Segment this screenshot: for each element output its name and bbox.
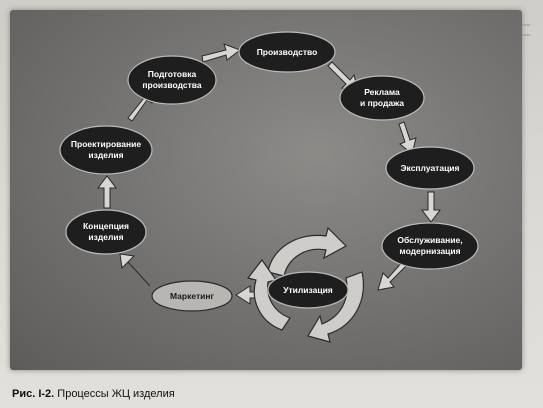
arrow-operation-to-service <box>421 191 441 223</box>
arrow-concept-to-design <box>97 175 117 209</box>
figure-caption: Рис. I-2. Процессы ЖЦ изделия <box>12 388 175 400</box>
node-marketing-label: Маркетинг <box>170 291 214 301</box>
diagram-panel: Проектирование изделия Подготовка произв… <box>10 10 522 370</box>
arrow-sales-to-operation <box>398 121 417 155</box>
node-production: Производство <box>238 31 336 73</box>
arrow-marketing-to-concept <box>119 253 151 287</box>
node-concept-label-1: Концепция <box>83 221 129 231</box>
arrow-prep-to-production <box>201 43 242 63</box>
lifecycle-diagram: Проектирование изделия Подготовка произв… <box>59 31 479 343</box>
recycle-arrow-left <box>246 258 291 331</box>
caption-text: Процессы ЖЦ изделия <box>54 388 175 400</box>
node-sales: Реклама и продажа <box>339 75 425 121</box>
node-prep: Подготовка производства <box>127 55 217 105</box>
node-recycling-label: Утилизация <box>283 285 333 295</box>
node-sales-label-1: Реклама <box>364 87 400 97</box>
node-design-label-1: Проектирование <box>71 139 141 149</box>
node-operation: Эксплуатация <box>385 146 475 190</box>
node-design: Проектирование изделия <box>59 125 153 175</box>
node-service: Обслуживание, модернизация <box>381 222 479 270</box>
node-sales-label-2: и продажа <box>360 98 404 108</box>
node-production-label: Производство <box>257 47 318 57</box>
node-recycling: Утилизация <box>267 271 349 309</box>
arrow-service-to-recycling <box>377 259 409 291</box>
node-concept: Концепция изделия <box>65 209 147 255</box>
node-service-label-1: Обслуживание, <box>397 235 462 245</box>
caption-number: Рис. I-2. <box>12 388 55 400</box>
node-marketing: Маркетинг <box>151 280 233 312</box>
node-prep-label-1: Подготовка <box>148 69 197 79</box>
node-prep-label-2: производства <box>142 80 201 90</box>
node-concept-label-2: изделия <box>88 232 123 242</box>
node-service-label-2: модернизация <box>399 246 460 256</box>
recycle-arrow-top <box>267 226 347 277</box>
node-operation-label: Эксплуатация <box>401 163 460 173</box>
node-design-label-2: изделия <box>88 150 123 160</box>
